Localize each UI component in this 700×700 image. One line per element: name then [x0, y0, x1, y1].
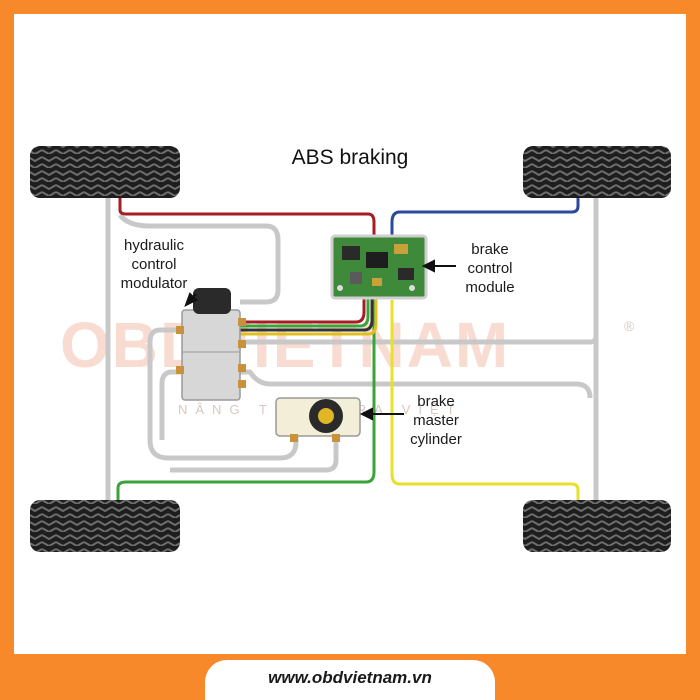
hose-master-down	[170, 434, 339, 473]
label-hydraulic-control-modulator: hydraulic control modulator	[104, 236, 204, 293]
hose-cross-low	[240, 369, 593, 399]
line-rear-right	[390, 300, 580, 500]
tire-icon	[523, 500, 671, 552]
line-front-left	[118, 196, 376, 238]
line-rear-left	[116, 296, 376, 500]
pcb-icon	[330, 234, 428, 300]
grey-hoses	[105, 196, 599, 500]
label-line: brake	[417, 393, 455, 410]
hose-mod-lower	[159, 369, 182, 440]
tire-icon	[523, 146, 671, 198]
master-cylinder-icon	[275, 397, 361, 442]
diagram-title: ABS braking	[291, 146, 409, 169]
hose-right-long	[240, 335, 599, 345]
watermark-registered-mark: ®	[624, 318, 635, 334]
arrow-icon	[184, 292, 198, 308]
colored-lines	[116, 196, 580, 500]
label-brake-master-cylinder: brake master cylinder	[396, 392, 476, 449]
line-front-right	[390, 196, 580, 238]
arrow-icon	[421, 259, 456, 273]
bundle-dark	[240, 296, 374, 332]
label-line: control	[467, 260, 513, 277]
label-brake-control-module: brake control module	[450, 240, 530, 297]
label-line: cylinder	[410, 431, 462, 448]
footer-tab	[205, 660, 495, 700]
bundle-green	[240, 296, 370, 328]
label-line: brake	[471, 241, 509, 258]
label-line: master	[413, 412, 459, 429]
tire-icon	[30, 146, 180, 198]
modulator-icon	[176, 288, 246, 401]
label-line: module	[465, 279, 515, 296]
label-line: modulator	[120, 275, 188, 292]
bundle-red	[240, 296, 366, 324]
arrow-icon	[359, 407, 404, 421]
footer-url[interactable]: www.obdvietnam.vn	[268, 668, 432, 687]
tire-icon	[30, 500, 180, 552]
bundle-yellow	[240, 296, 378, 336]
hose-top-loop	[117, 213, 281, 305]
label-line: hydraulic	[123, 237, 185, 254]
hose-mod-left	[147, 327, 299, 461]
label-line: control	[131, 256, 177, 273]
